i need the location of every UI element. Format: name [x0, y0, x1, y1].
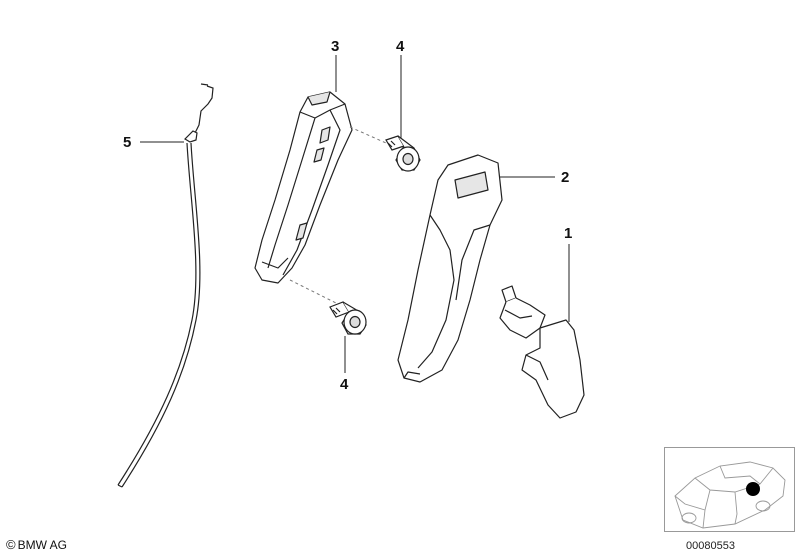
callout-label-2: 2 — [561, 169, 570, 186]
copyright-text: BMW AG — [17, 537, 67, 552]
copyright-notice: © BMW AG — [6, 537, 67, 552]
screw-part-4-top — [385, 135, 421, 172]
callout-label-4-top: 4 — [396, 38, 405, 55]
screw-part-4-bottom — [329, 301, 367, 335]
callout-label-3: 3 — [331, 38, 340, 55]
handle-part-2 — [397, 154, 503, 383]
diagram-number: 00080553 — [686, 540, 735, 552]
car-outline-icon — [674, 461, 786, 529]
callout-label-4-bottom: 4 — [340, 376, 349, 393]
vehicle-location-inset — [664, 447, 795, 532]
copyright-symbol: © — [6, 537, 16, 552]
lever-part-1 — [499, 285, 585, 419]
callout-label-5: 5 — [123, 134, 132, 151]
location-marker — [746, 482, 760, 496]
bracket-part-3 — [254, 91, 353, 284]
dashed-guide-top — [349, 126, 387, 144]
callout-label-1: 1 — [564, 225, 573, 242]
dashed-guide-bottom — [289, 279, 337, 304]
cable-part-5 — [117, 83, 214, 488]
